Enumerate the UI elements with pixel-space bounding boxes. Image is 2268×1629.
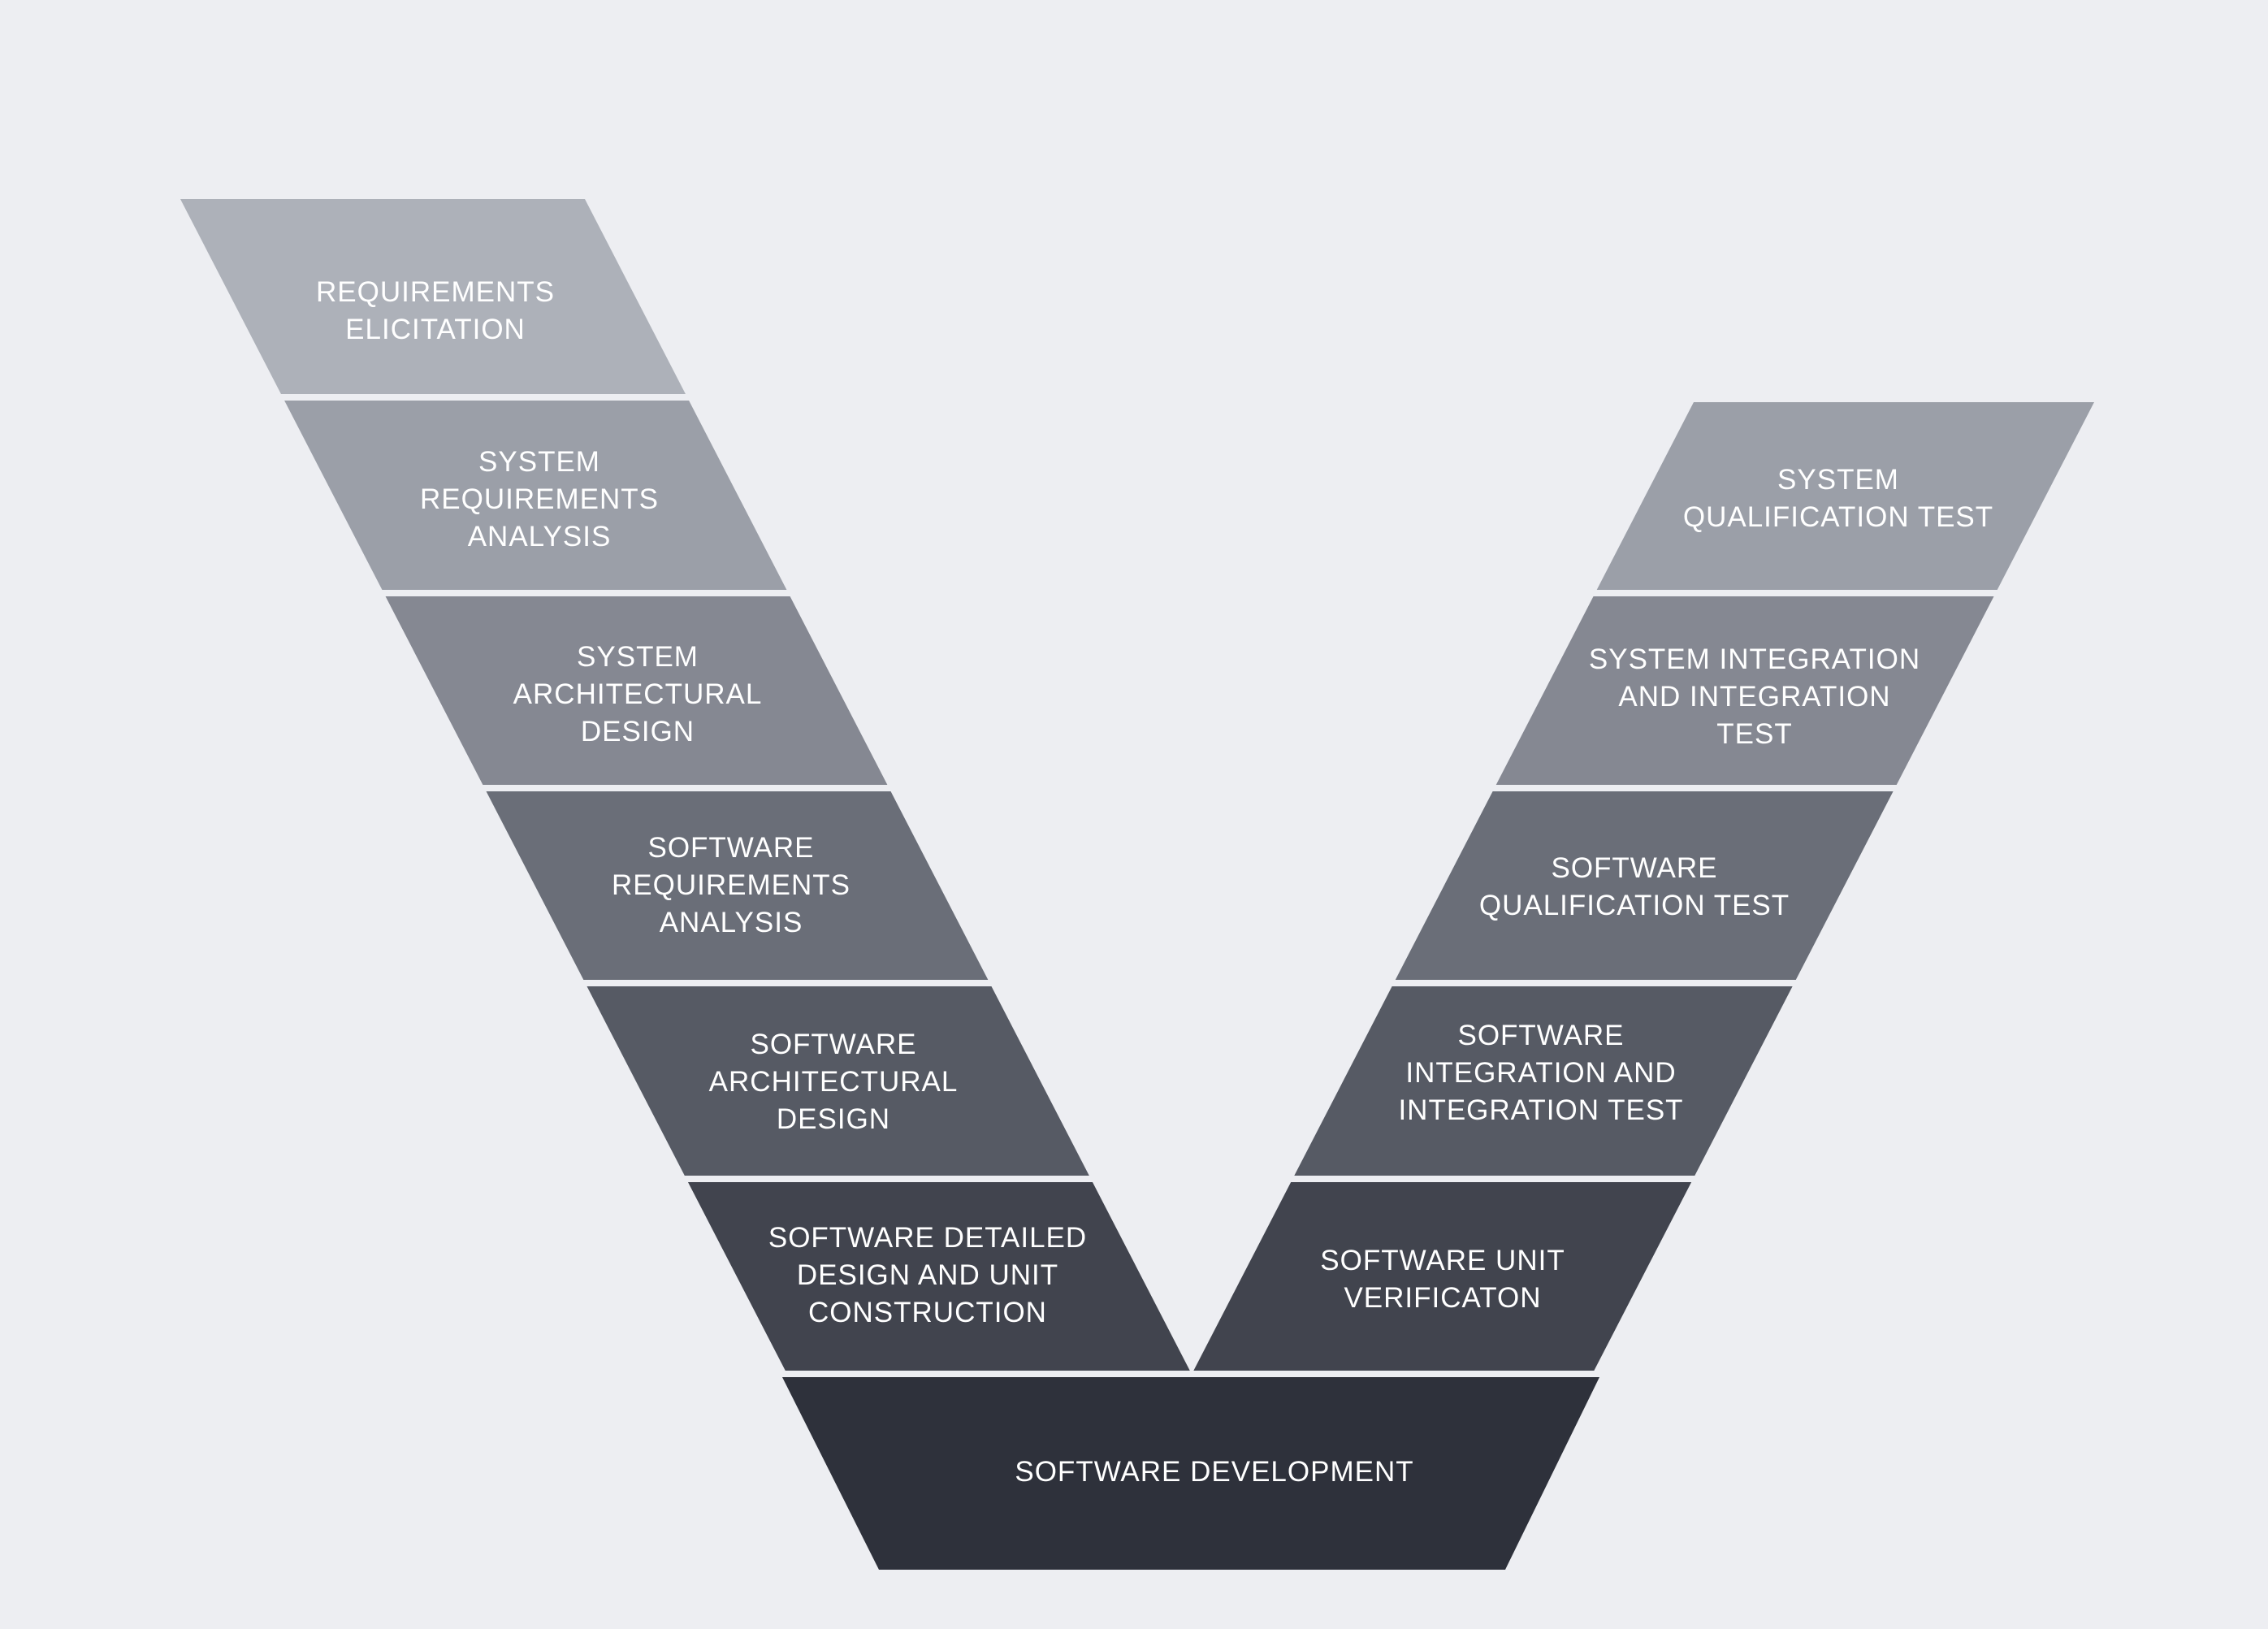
right-stage-2-label: SYSTEM INTEGRATION AND INTEGRATION TEST bbox=[1588, 643, 1921, 750]
left-stage-2-label: SYSTEM REQUIREMENTS ANALYSIS bbox=[420, 446, 659, 552]
right-stage-2-shape bbox=[1495, 596, 1994, 785]
right-stage-5-shape bbox=[1193, 1182, 1692, 1371]
right-stage-3-label: SOFTWARE QUALIFICATION TEST bbox=[1478, 852, 1790, 921]
right-stage-4-label: SOFTWARE INTEGRATION AND INTEGRATION TES… bbox=[1398, 1020, 1684, 1126]
left-stage-3-shape bbox=[385, 596, 888, 785]
right-stage-3-shape bbox=[1395, 791, 1894, 980]
base-stage-label: SOFTWARE DEVELOPMENT bbox=[1015, 1456, 1414, 1488]
right-stage-5-label: SOFTWARE UNIT VERIFICATON bbox=[1320, 1245, 1565, 1314]
left-stage-2-shape bbox=[284, 401, 787, 590]
left-stage-1-shape bbox=[180, 199, 686, 394]
right-stage-4-shape bbox=[1294, 986, 1793, 1176]
right-stage-1-shape bbox=[1596, 402, 2094, 590]
base-stage-shape bbox=[782, 1377, 1599, 1570]
left-stage-5-label: SOFTWARE ARCHITECTURAL DESIGN bbox=[708, 1029, 959, 1135]
left-stage-1-label: REQUIREMENTS ELICITATION bbox=[316, 276, 555, 345]
right-stage-1-label: SYSTEM QUALIFICATION TEST bbox=[1682, 464, 1994, 533]
left-stage-5-shape bbox=[586, 986, 1089, 1176]
left-stage-4-label: SOFTWARE REQUIREMENTS ANALYSIS bbox=[612, 832, 850, 938]
left-stage-6-label: SOFTWARE DETAILED DESIGN AND UNIT CONSTR… bbox=[768, 1222, 1088, 1328]
left-stage-3-label: SYSTEM ARCHITECTURAL DESIGN bbox=[513, 641, 763, 747]
left-stage-4-shape bbox=[486, 791, 989, 980]
left-stage-6-shape bbox=[687, 1182, 1190, 1371]
